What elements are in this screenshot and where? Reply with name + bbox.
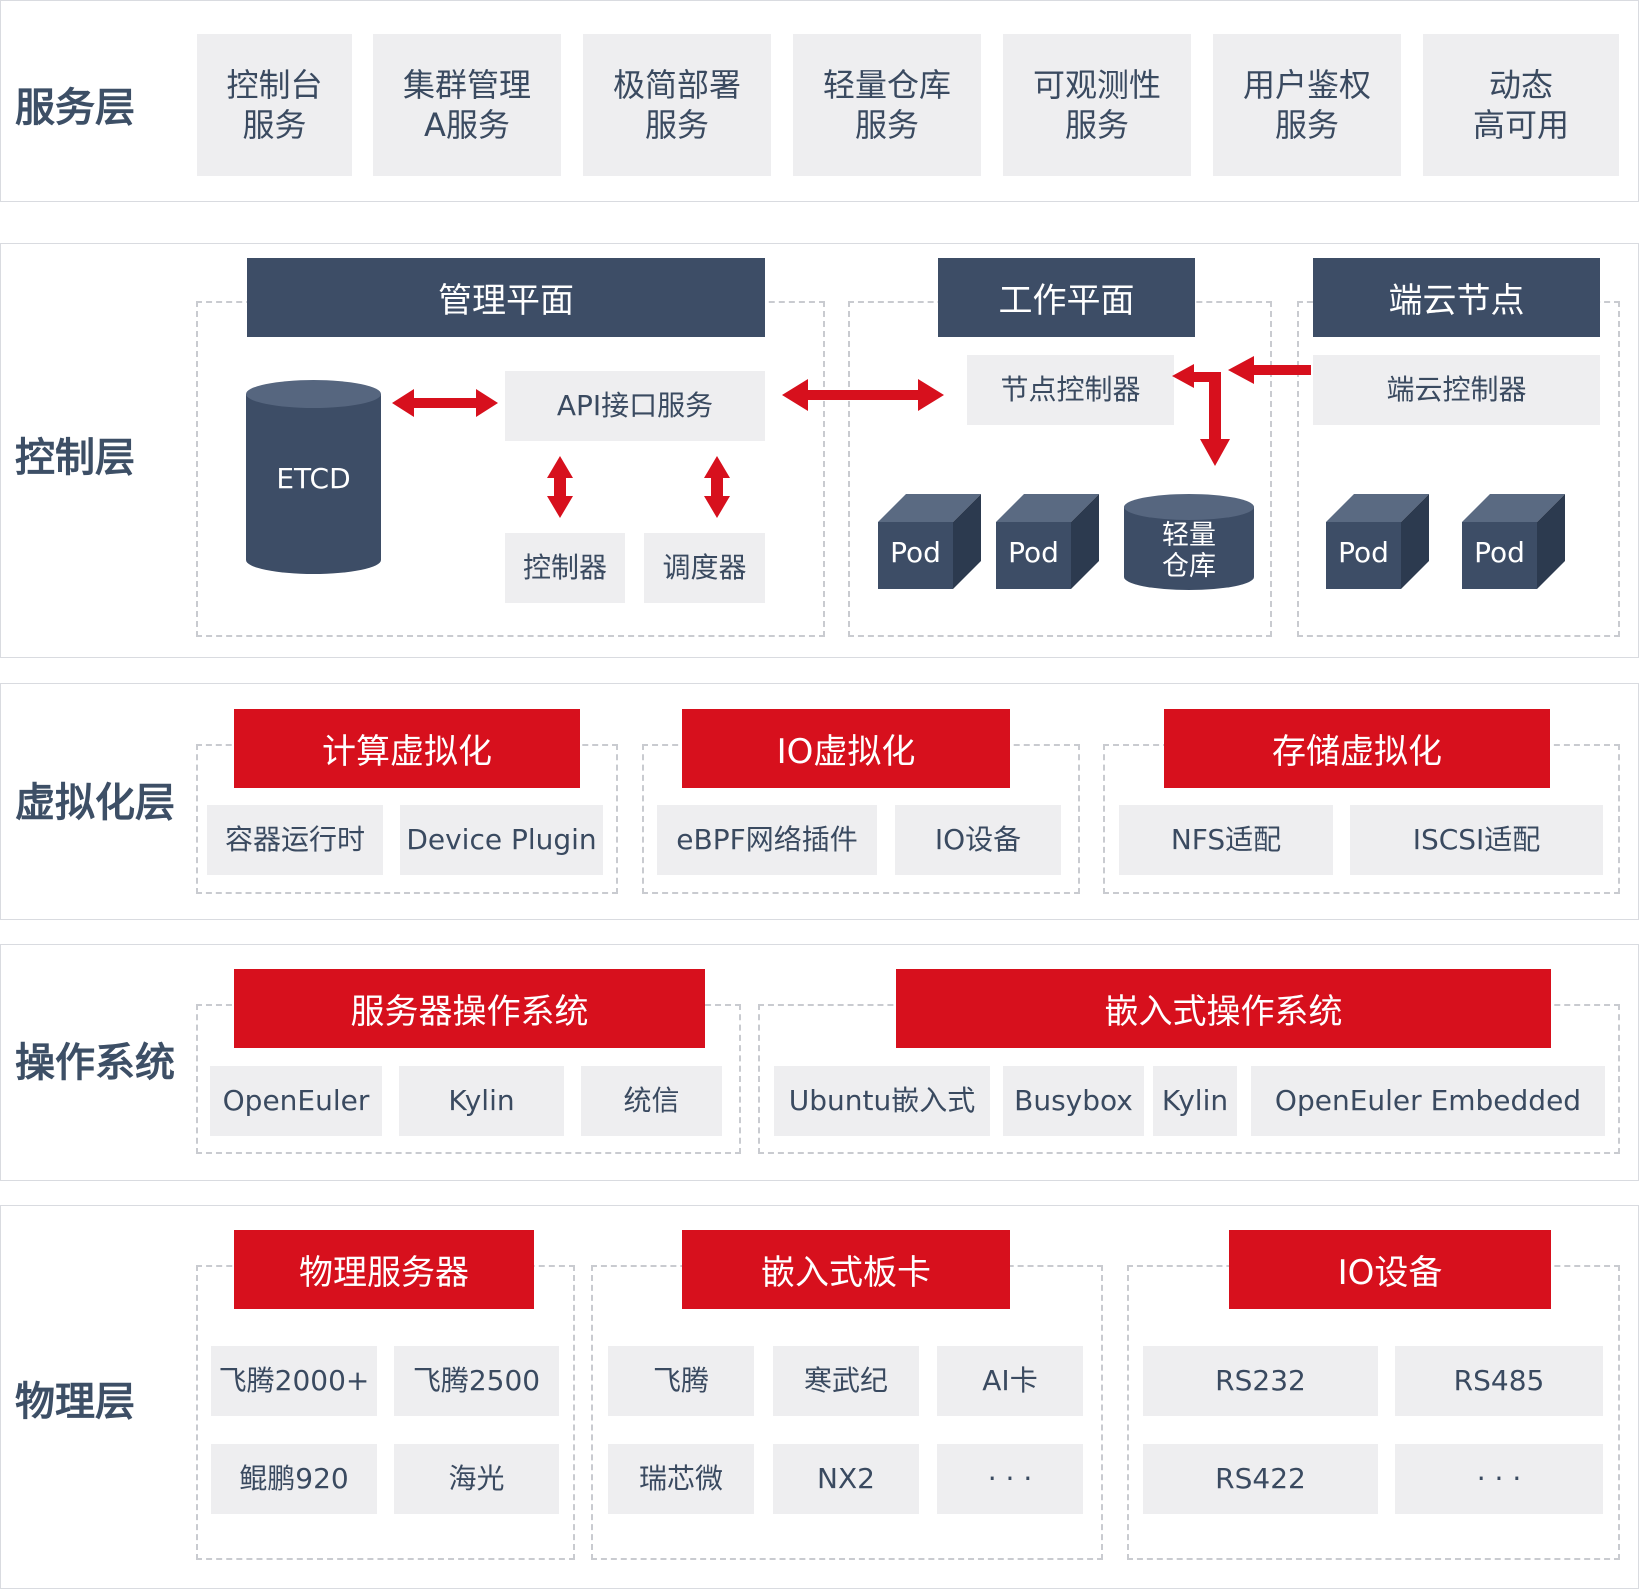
edge-node-header: 端云节点	[1313, 258, 1600, 337]
scheduler: 调度器	[644, 533, 765, 603]
api-service: API接口服务	[505, 371, 765, 441]
pod-label: Pod	[1474, 536, 1525, 569]
board-rockchip: 瑞芯微	[608, 1444, 754, 1514]
control-layer-title: 控制层	[15, 435, 135, 481]
server-os-header: 服务器操作系统	[234, 969, 705, 1048]
pod-label: Pod	[890, 536, 941, 569]
board-more: · · ·	[937, 1444, 1083, 1514]
board-ai-card: AI卡	[937, 1346, 1083, 1416]
service-deploy: 极简部署 服务	[583, 34, 771, 176]
service-cluster: 集群管理 A服务	[373, 34, 561, 176]
service-cluster-line1: 集群管理	[402, 66, 531, 104]
hw-phytium-2500: 飞腾2500	[394, 1346, 559, 1416]
service-deploy-line2: 服务	[644, 106, 709, 144]
etcd-cylinder-icon	[246, 380, 381, 574]
os-openeuler: OpenEuler	[210, 1066, 382, 1136]
hw-phytium-2000: 飞腾2000+	[211, 1346, 377, 1416]
board-phytium: 飞腾	[608, 1346, 754, 1416]
pod-cube-icon	[1462, 494, 1565, 589]
nfs-adapter: NFS适配	[1119, 805, 1333, 875]
os-uos: 统信	[581, 1066, 722, 1136]
os-ubuntu-embedded: Ubuntu嵌入式	[774, 1066, 990, 1136]
pod-cube-icon	[878, 494, 981, 589]
os-layer-title: 操作系统	[15, 1040, 175, 1086]
io-rs422: RS422	[1143, 1444, 1378, 1514]
io-more: · · ·	[1395, 1444, 1603, 1514]
repo-label-line1: 轻量	[1162, 520, 1216, 551]
device-plugin: Device Plugin	[400, 805, 603, 875]
service-auth-line1: 用户鉴权	[1242, 66, 1371, 104]
edge-controller: 端云控制器	[1313, 355, 1600, 425]
service-console-line1: 控制台	[226, 66, 323, 104]
service-auth: 用户鉴权 服务	[1213, 34, 1401, 176]
phys-io-header: IO设备	[1229, 1230, 1551, 1309]
io-virt-header: IO虚拟化	[682, 709, 1010, 788]
os-kylin: Kylin	[399, 1066, 564, 1136]
os-busybox: Busybox	[1003, 1066, 1144, 1136]
repo-label: 轻量 仓库	[1124, 520, 1254, 582]
service-observability: 可观测性 服务	[1003, 34, 1191, 176]
ebpf-network-plugin: eBPF网络插件	[657, 805, 877, 875]
board-nx2: NX2	[773, 1444, 919, 1514]
hw-hygon: 海光	[394, 1444, 559, 1514]
os-openeuler-embedded: OpenEuler Embedded	[1251, 1066, 1605, 1136]
os-kylin-embedded: Kylin	[1153, 1066, 1237, 1136]
service-observability-line2: 服务	[1064, 106, 1129, 144]
storage-virt-header: 存储虚拟化	[1164, 709, 1550, 788]
service-repo: 轻量仓库 服务	[793, 34, 981, 176]
service-auth-line2: 服务	[1274, 106, 1339, 144]
service-layer-title: 服务层	[15, 85, 135, 131]
service-ha-line2: 高可用	[1472, 106, 1569, 144]
pod-label: Pod	[1008, 536, 1059, 569]
io-rs485: RS485	[1395, 1346, 1603, 1416]
etcd-label: ETCD	[276, 462, 351, 495]
service-console: 控制台 服务	[197, 34, 352, 176]
compute-virt-header: 计算虚拟化	[234, 709, 580, 788]
pod-label: Pod	[1338, 536, 1389, 569]
repo-label-line2: 仓库	[1162, 551, 1216, 583]
container-runtime: 容器运行时	[207, 805, 383, 875]
service-repo-line1: 轻量仓库	[822, 66, 951, 104]
pod-cube-icon	[1326, 494, 1429, 589]
embedded-os-header: 嵌入式操作系统	[896, 969, 1551, 1048]
hw-kunpeng-920: 鲲鹏920	[211, 1444, 377, 1514]
service-observability-line1: 可观测性	[1032, 66, 1161, 104]
controller: 控制器	[505, 533, 625, 603]
pod-cube-icon	[996, 494, 1099, 589]
io-device: IO设备	[895, 805, 1061, 875]
work-plane-header: 工作平面	[938, 258, 1195, 337]
phys-server-header: 物理服务器	[234, 1230, 534, 1309]
board-cambricon: 寒武纪	[773, 1346, 919, 1416]
iscsi-adapter: ISCSI适配	[1350, 805, 1603, 875]
node-controller: 节点控制器	[967, 355, 1174, 425]
repo-cylinder-icon	[1124, 494, 1254, 590]
service-cluster-line2: A服务	[424, 106, 510, 144]
phys-layer-title: 物理层	[15, 1379, 135, 1425]
mgmt-plane-header: 管理平面	[247, 258, 765, 337]
virt-layer-title: 虚拟化层	[15, 780, 175, 826]
service-console-line2: 服务	[242, 106, 307, 144]
service-deploy-line1: 极简部署	[612, 66, 741, 104]
service-ha: 动态 高可用	[1423, 34, 1619, 176]
service-repo-line2: 服务	[854, 106, 919, 144]
service-ha-line1: 动态	[1488, 66, 1553, 104]
embedded-board-header: 嵌入式板卡	[682, 1230, 1010, 1309]
io-rs232: RS232	[1143, 1346, 1378, 1416]
